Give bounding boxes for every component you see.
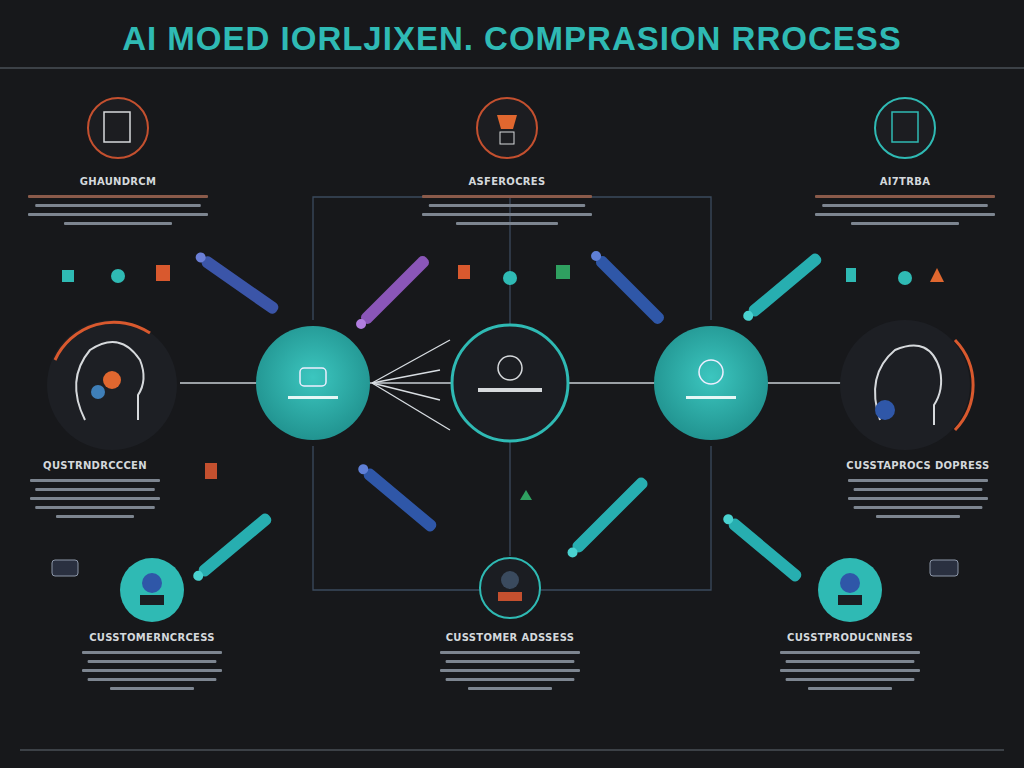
illegible-text-bars: [28, 195, 995, 690]
section-heading: AI7TRBA: [880, 176, 930, 187]
section-heading-box: CUSSTPRODUCNNESS: [781, 630, 919, 645]
section-heading: CUSSTAPROCS DOPRESS: [846, 460, 989, 471]
section-heading-box: CUSSTOMERNCRCESS: [83, 630, 221, 645]
bottom-circles: [52, 558, 958, 622]
section-heading-box: GHAUNDRCM: [74, 174, 163, 189]
rule-line: [20, 749, 1004, 751]
section-heading: CUSSTPRODUCNNESS: [787, 632, 913, 643]
section-heading-box: QUSTRNDRCCCEN: [37, 458, 153, 473]
section-heading-box: CUSSTOMER ADSSESS: [440, 630, 581, 645]
top-icons: [88, 98, 935, 158]
section-heading: QUSTRNDRCCCEN: [43, 460, 147, 471]
section-heading: GHAUNDRCM: [80, 176, 157, 187]
section-heading-box: ASFEROCRES: [463, 174, 552, 189]
section-heading: ASFEROCRES: [469, 176, 546, 187]
page-title: AI MOED IORLJIXEN. COMPRASION RROCESS: [20, 20, 1004, 58]
section-heading-box: AI7TRBA: [874, 174, 936, 189]
head-icons: [47, 320, 973, 450]
pen-connectors: [191, 248, 824, 583]
small-icons: [62, 265, 944, 500]
section-heading: CUSSTOMER ADSSESS: [446, 632, 575, 643]
frame-lines: [180, 197, 845, 590]
arrow-lines: [372, 340, 450, 430]
section-heading-box: CUSSTAPROCS DOPRESS: [840, 458, 995, 473]
section-heading: CUSSTOMERNCRCESS: [89, 632, 215, 643]
rule-line: [0, 67, 1024, 69]
center-circles: [256, 325, 768, 441]
